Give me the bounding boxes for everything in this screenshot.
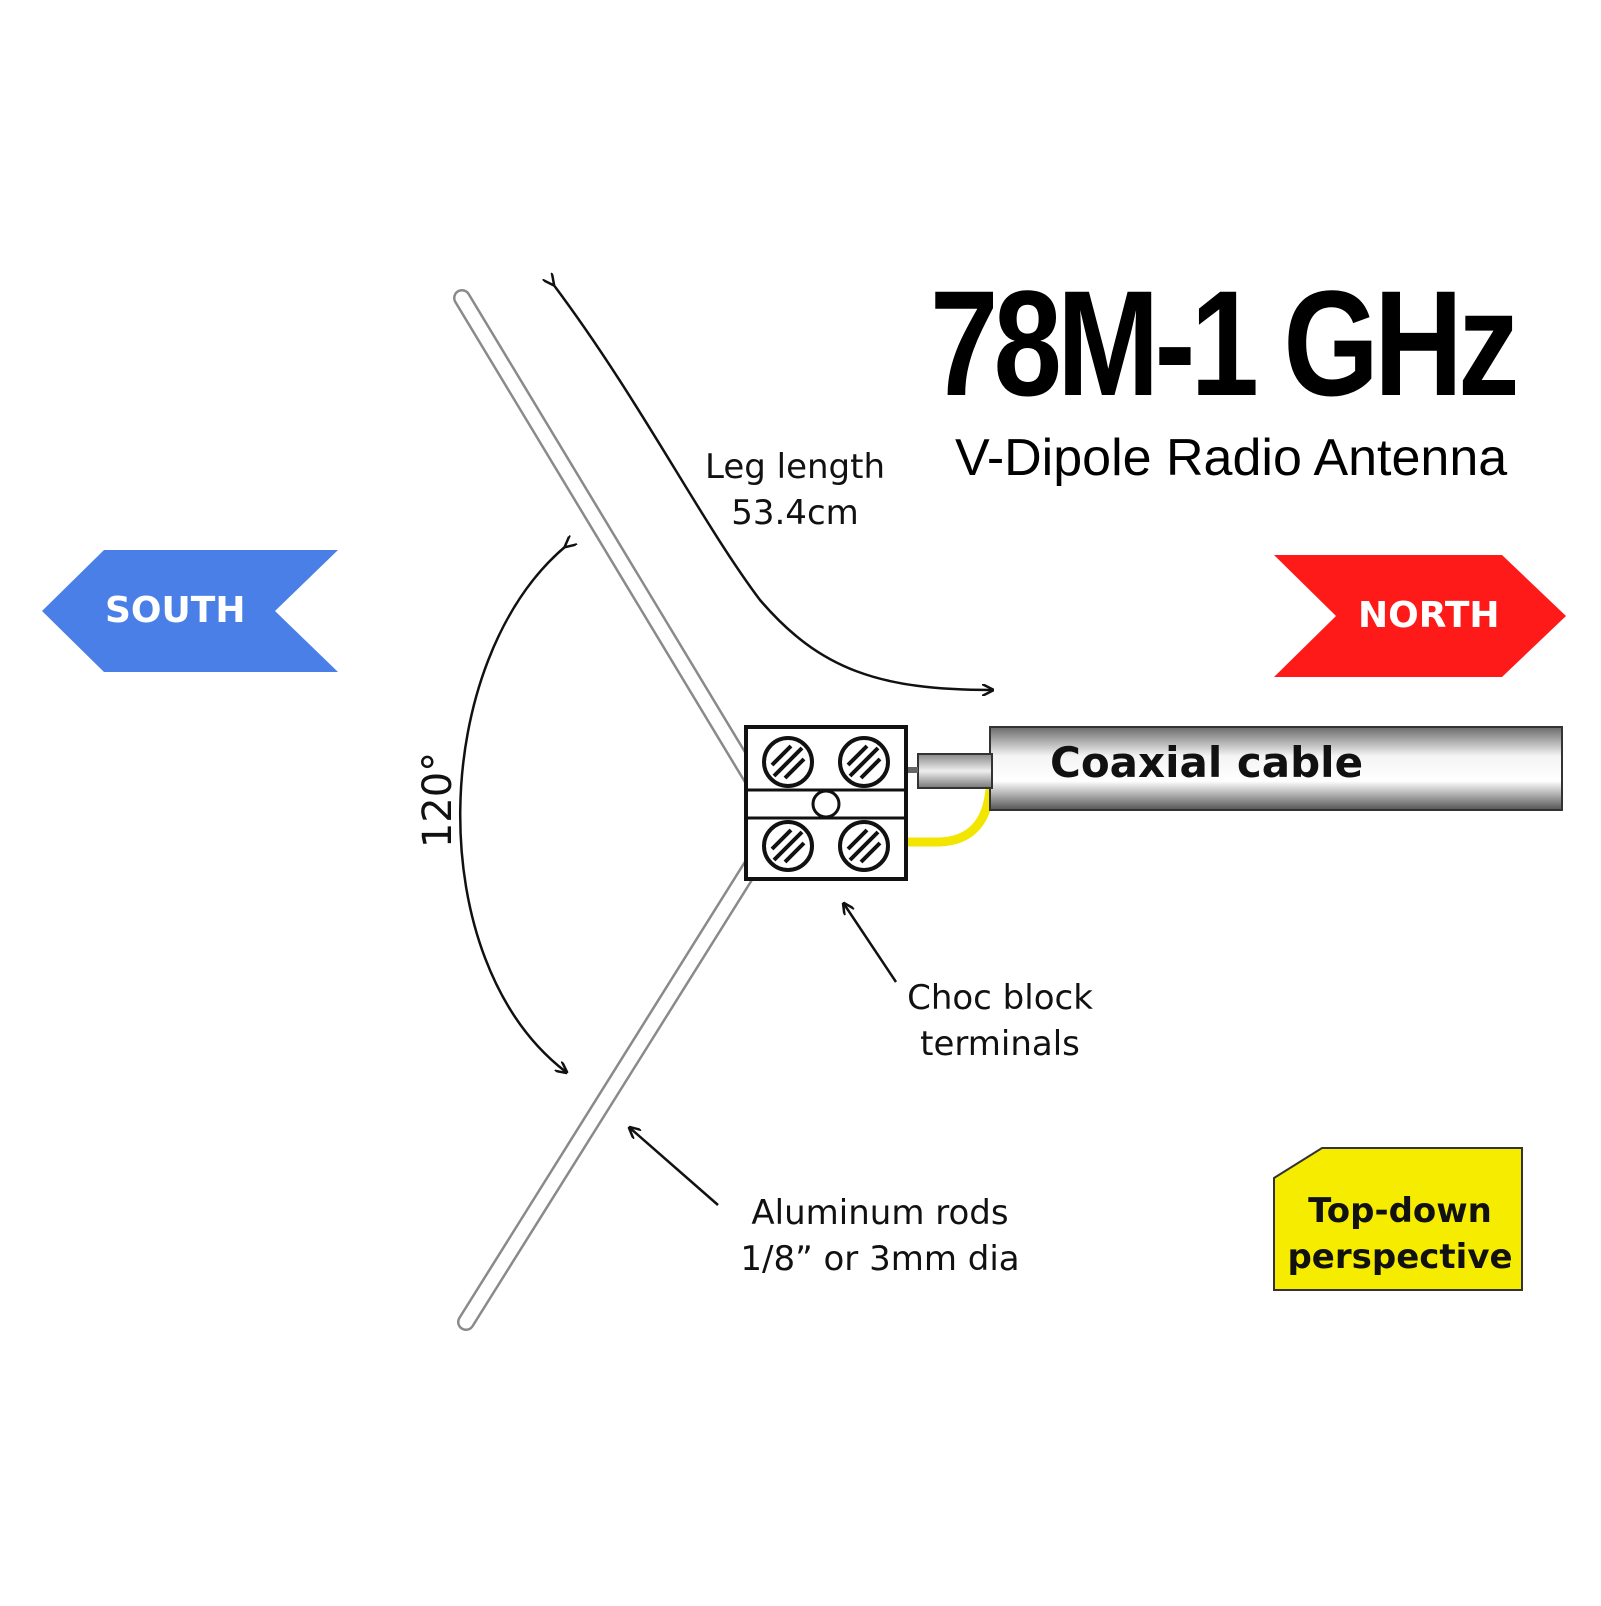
rods-line1: Aluminum rods — [751, 1193, 1009, 1233]
leg-length-label: Leg length 53.4cm — [680, 444, 910, 536]
rods-label: Aluminum rods 1/8” or 3mm dia — [730, 1190, 1030, 1282]
north-arrow — [1274, 555, 1566, 677]
rods-pointer — [630, 1128, 719, 1206]
coax-label: Coaxial cable — [1050, 738, 1364, 787]
top-down-badge — [1273, 1147, 1523, 1291]
badge-line2: perspective — [1287, 1237, 1513, 1277]
yellow-wire — [900, 785, 995, 847]
angle-arc-arrow — [459, 546, 566, 1072]
terminal-screw — [762, 736, 814, 788]
rods-line2: 1/8” or 3mm dia — [740, 1239, 1020, 1279]
page-subtitle: V-Dipole Radio Antenna — [955, 429, 1508, 487]
choc-block-line2: terminals — [920, 1024, 1080, 1064]
angle-label: 120° — [415, 751, 462, 849]
choc-block-label: Choc block terminals — [880, 975, 1120, 1067]
south-label: SOUTH — [105, 590, 246, 631]
badge-label: Top-down perspective — [1280, 1188, 1520, 1280]
north-label: NORTH — [1358, 595, 1500, 636]
choc-block-pointer — [844, 904, 898, 983]
south-arrow — [42, 550, 338, 672]
lower-aluminum-rod — [457, 853, 763, 1331]
choc-block-line1: Choc block — [907, 978, 1093, 1018]
leg-length-arrow — [553, 284, 992, 690]
upper-aluminum-rod — [453, 289, 763, 791]
terminal-screw — [838, 736, 890, 788]
page-title: 78M-1 GHz — [930, 259, 1519, 427]
terminal-screw — [838, 820, 890, 872]
leg-length-line1: Leg length — [704, 447, 886, 487]
coaxial-cable — [905, 726, 1563, 811]
choc-block-terminals — [744, 725, 908, 881]
leg-length-line2: 53.4cm — [731, 493, 859, 533]
terminal-screw — [762, 820, 814, 872]
badge-line1: Top-down — [1308, 1191, 1492, 1231]
